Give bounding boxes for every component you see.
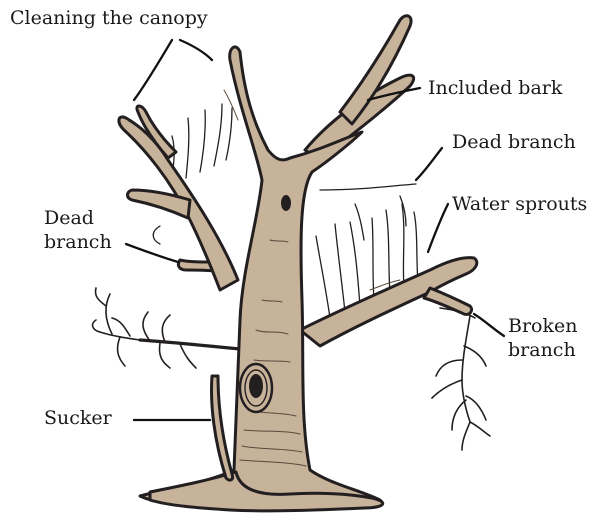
leader-canopy-left (134, 40, 172, 100)
tree-body (119, 16, 477, 511)
leader-broken-branch (474, 314, 504, 336)
label-broken-branch-line2: branch (508, 338, 577, 362)
label-included-bark: Included bark (428, 76, 562, 100)
label-sucker: Sucker (44, 406, 112, 430)
label-cleaning-canopy: Cleaning the canopy (10, 6, 208, 30)
leader-dead-branch-right (416, 148, 442, 180)
sucker-shoot (212, 376, 233, 480)
label-water-sprouts: Water sprouts (452, 192, 587, 216)
knot-hole (281, 195, 291, 211)
broken-branch-twigs (432, 308, 490, 450)
label-dead-branch-right: Dead branch (452, 130, 576, 154)
leader-dead-branch-left (126, 244, 178, 262)
dead-branch-left-far (93, 288, 250, 368)
label-dead-branch-left: Dead branch (44, 206, 112, 255)
label-dead-branch-left-line1: Dead (44, 206, 112, 230)
leader-water-sprouts (428, 204, 448, 252)
trunk-cavity (240, 364, 272, 412)
leader-canopy-right (180, 40, 212, 60)
label-dead-branch-left-line2: branch (44, 230, 112, 254)
label-broken-branch-line1: Broken (508, 314, 577, 338)
label-broken-branch: Broken branch (508, 314, 577, 363)
